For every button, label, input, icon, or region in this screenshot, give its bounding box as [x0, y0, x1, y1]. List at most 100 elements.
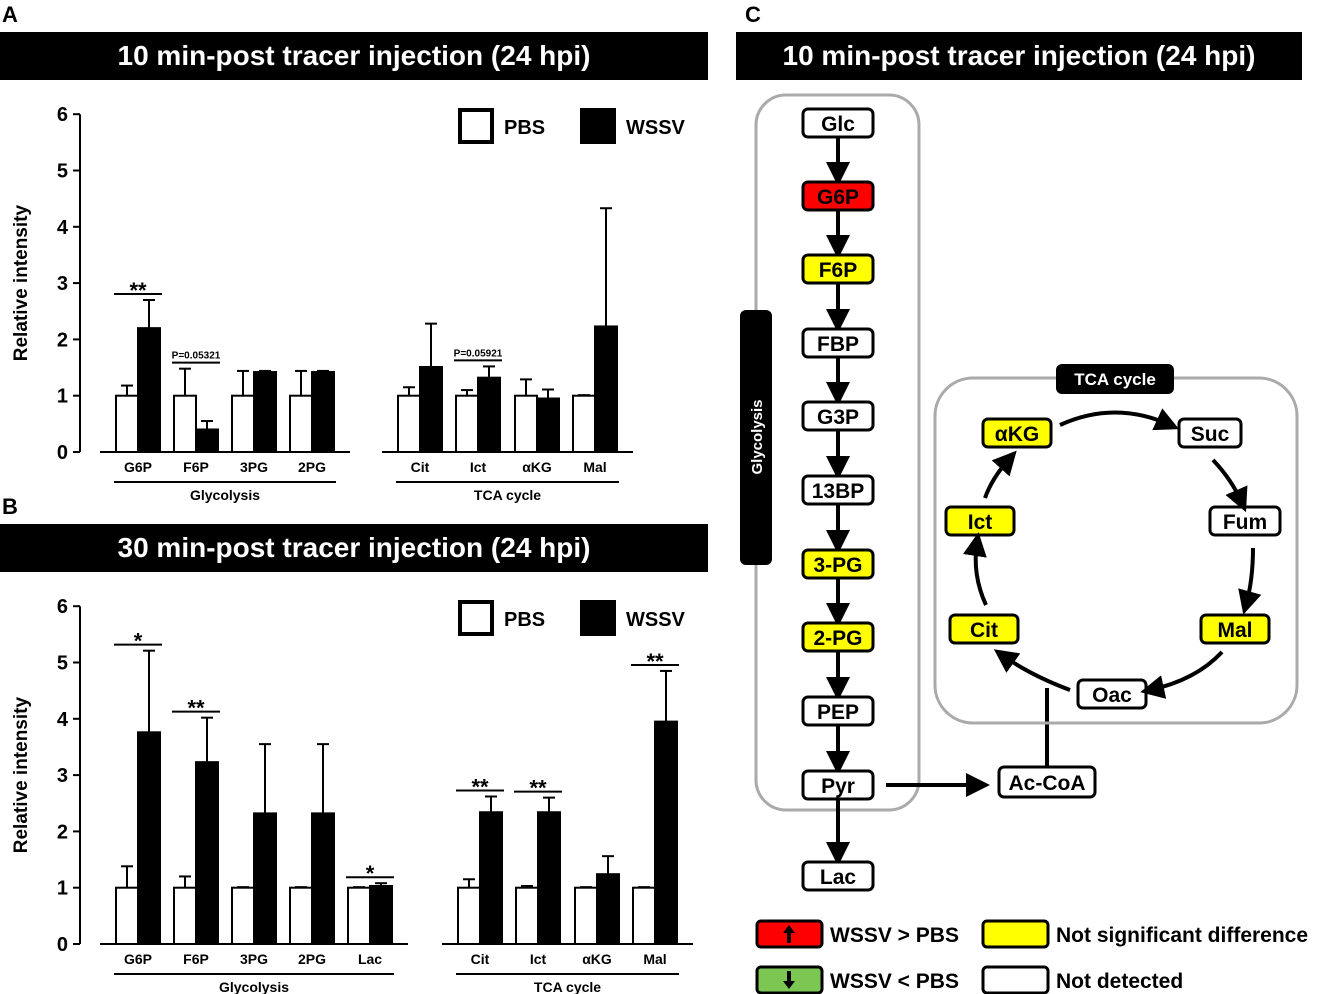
bar-pbs-F6P — [173, 394, 197, 454]
bar-pbs-αKG — [574, 886, 598, 946]
y-tick-label: 3 — [57, 765, 68, 787]
panel-a-title: 10 min-post tracer injection (24 hpi) — [0, 32, 708, 80]
node-label-g6p: G6P — [817, 186, 859, 209]
y-tick-label: 1 — [57, 878, 68, 900]
arrow-ict-akg — [983, 450, 1017, 499]
glycolysis-label: Glycolysis — [749, 399, 766, 474]
legend-swatch-not-detected — [981, 965, 1050, 994]
y-tick-label: 6 — [57, 596, 68, 618]
significance-label: * — [366, 861, 375, 886]
node-pyr — [801, 769, 875, 801]
node-mal — [1199, 613, 1271, 645]
significance-label: ** — [529, 776, 547, 801]
bar-pbs-Ict — [455, 394, 479, 454]
bar-wssv-Cit — [479, 811, 503, 945]
x-tick-label: Ict — [470, 459, 487, 475]
legend-label-wssv: WSSV — [626, 609, 686, 631]
down-arrow-icon — [783, 971, 795, 989]
bar-wssv-Cit — [419, 365, 443, 453]
legend-swatch-wssv — [580, 108, 616, 144]
arrow-akg-suc — [1059, 408, 1180, 431]
node-label-cit: Cit — [970, 619, 998, 642]
x-tick-label: 3PG — [240, 459, 268, 475]
bar-wssv-G6P — [137, 327, 161, 453]
bar-pbs-F6P — [173, 886, 197, 946]
node-label-suc: Suc — [1191, 423, 1230, 446]
node-label-f6p: F6P — [819, 259, 858, 282]
x-tick-label: αKG — [582, 951, 612, 967]
x-tick-label: Cit — [411, 459, 430, 475]
arrow-fum-mal — [1238, 547, 1262, 615]
node-cit — [948, 613, 1020, 645]
glycolysis-label-box — [740, 310, 772, 565]
bar-wssv-2PG — [311, 371, 335, 453]
y-tick-label: 0 — [57, 442, 68, 464]
node-label-oac: Oac — [1092, 684, 1132, 707]
legend-swatch-pbs — [458, 600, 494, 636]
node-label-2pg: 2-PG — [813, 627, 862, 650]
bar-pbs-Mal — [572, 394, 596, 454]
bar-wssv-Ict — [537, 811, 561, 945]
legend-label-not-detected: Not detected — [1056, 970, 1183, 993]
node-glc — [801, 107, 875, 139]
y-tick-label: 6 — [57, 104, 68, 126]
y-axis-label: Relative intensity — [11, 205, 32, 362]
y-tick-label: 3 — [57, 273, 68, 295]
node-2pg — [801, 621, 875, 653]
legend-swatch-pbs — [458, 108, 494, 144]
x-tick-label: G6P — [124, 459, 152, 475]
x-tick-label: 2PG — [298, 459, 326, 475]
bar-pbs-Cit — [457, 886, 481, 946]
node-g6p — [801, 180, 875, 212]
bar-wssv-Mal — [594, 325, 618, 454]
bar-pbs-G6P — [115, 394, 139, 454]
tca-label: TCA cycle — [1074, 370, 1156, 389]
y-tick-label: 2 — [57, 329, 68, 351]
x-tick-label: Ict — [530, 951, 547, 967]
node-label-lac: Lac — [820, 866, 857, 889]
y-tick-label: 2 — [57, 821, 68, 843]
bar-wssv-αKG — [536, 397, 560, 454]
x-tick-label: 2PG — [298, 951, 326, 967]
metabolic-pathway-diagram: GlycolysisGlcG6PF6PFBPG3P13BP3-PG2-PGPEP… — [740, 93, 1308, 994]
arrow-oac-cit — [993, 649, 1071, 692]
x-tick-label: Mal — [583, 459, 606, 475]
y-tick-label: 1 — [57, 386, 68, 408]
bar-pbs-Ict — [515, 886, 539, 946]
bar-wssv-Lac — [369, 885, 393, 945]
bar-wssv-F6P — [195, 428, 219, 454]
y-tick-label: 4 — [57, 709, 69, 731]
significance-label: P=0.05921 — [454, 348, 503, 359]
x-tick-label: αKG — [522, 459, 552, 475]
node-label-fbp: FBP — [817, 333, 859, 356]
x-tick-label: Cit — [471, 951, 490, 967]
panel-c-title: 10 min-post tracer injection (24 hpi) — [736, 32, 1302, 80]
bar-wssv-αKG — [596, 873, 620, 945]
node-label-pyr: Pyr — [821, 775, 855, 798]
significance-label: ** — [187, 696, 205, 721]
x-tick-label: G6P — [124, 951, 152, 967]
node-fbp — [801, 327, 875, 359]
node-label-3pg: 3-PG — [813, 554, 862, 577]
legend-label-down: WSSV < PBS — [830, 970, 959, 993]
node-lac — [801, 860, 875, 892]
node-label-g3p: G3P — [817, 406, 859, 429]
bar-pbs-3PG — [231, 394, 255, 454]
group-label: Glycolysis — [190, 487, 260, 503]
bar-wssv-Mal — [654, 720, 678, 945]
node-akg — [981, 417, 1053, 449]
x-tick-label: F6P — [183, 459, 209, 475]
bar-pbs-2PG — [289, 394, 313, 454]
y-axis-label: Relative intensity — [11, 697, 32, 854]
node-label-ac-coa: Ac-CoA — [1009, 772, 1086, 795]
y-tick-label: 0 — [57, 934, 68, 956]
bar-pbs-2PG — [289, 886, 313, 946]
node-3pg — [801, 548, 875, 580]
significance-label: ** — [129, 278, 147, 303]
significance-label: P=0.05321 — [172, 351, 221, 362]
legend-label-up: WSSV > PBS — [830, 924, 959, 947]
legend-label-pbs: PBS — [504, 609, 545, 631]
x-tick-label: Lac — [358, 951, 382, 967]
